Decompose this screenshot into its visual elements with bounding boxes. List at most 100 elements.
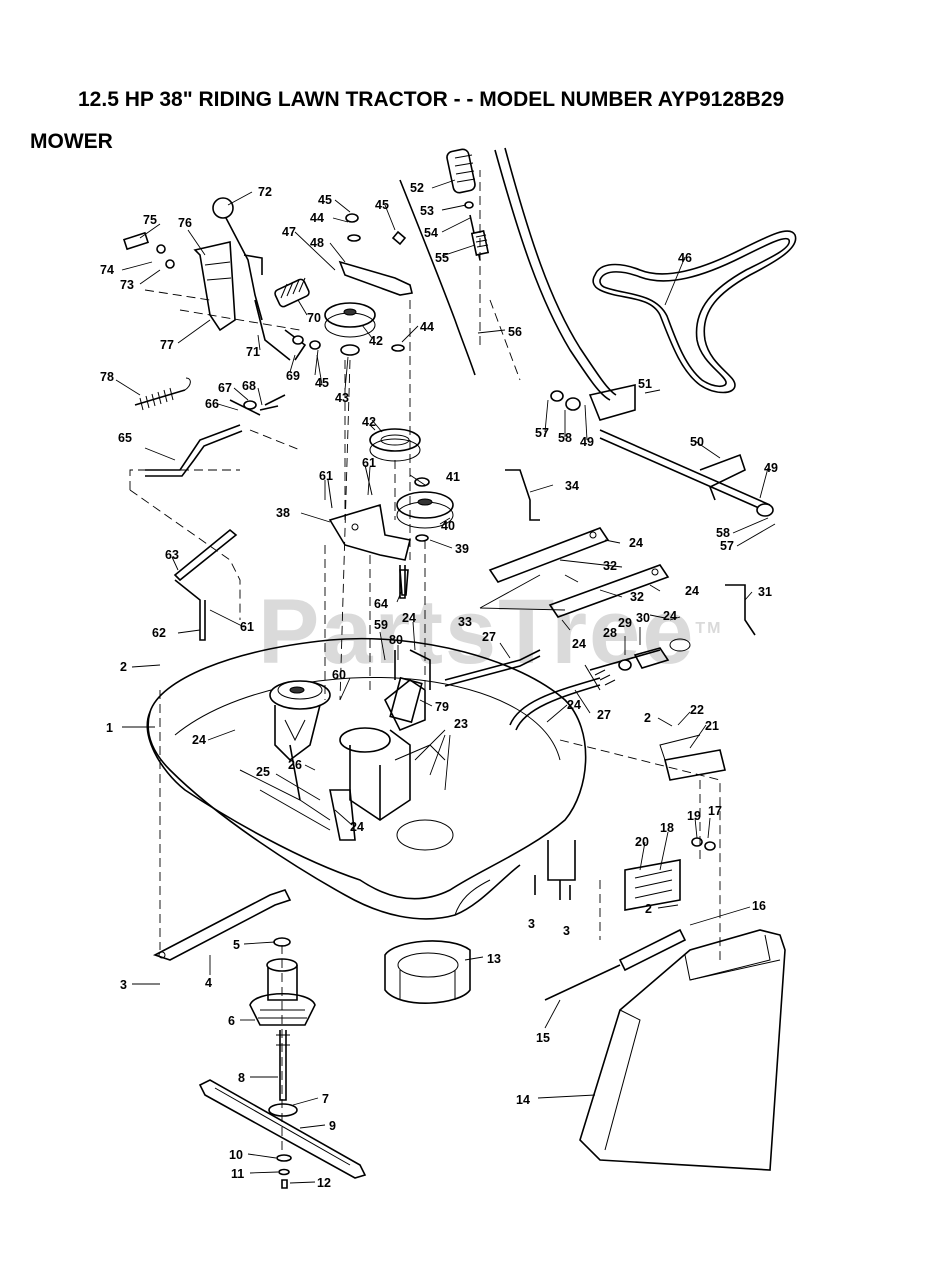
construction-lines — [129, 170, 721, 1150]
callout-16: 16 — [752, 899, 766, 913]
callout-58: 58 — [716, 526, 730, 540]
callout-13: 13 — [487, 952, 501, 966]
callout-25: 25 — [256, 765, 270, 779]
callout-3: 3 — [120, 978, 127, 992]
callout-23: 23 — [454, 717, 468, 731]
idler-arm — [338, 213, 413, 352]
callout-50: 50 — [690, 435, 704, 449]
callout-8: 8 — [238, 1071, 245, 1085]
callout-17: 17 — [708, 804, 722, 818]
callout-49: 49 — [764, 461, 778, 475]
callout-66: 66 — [205, 397, 219, 411]
callout-61: 61 — [319, 469, 333, 483]
callout-78: 78 — [100, 370, 114, 384]
callout-57: 57 — [720, 539, 734, 553]
callout-labels: 1 2 2 2 3 3 3 4 5 6 7 8 9 10 11 12 13 14… — [100, 181, 778, 1190]
callout-61: 61 — [240, 620, 254, 634]
callout-41: 41 — [446, 470, 460, 484]
watermark-trademark: TM — [695, 620, 723, 637]
callout-5: 5 — [233, 938, 240, 952]
callout-24: 24 — [192, 733, 206, 747]
callout-76: 76 — [178, 216, 192, 230]
blade-hardware — [276, 1154, 292, 1189]
callout-71: 71 — [246, 345, 260, 359]
callout-45: 45 — [318, 193, 332, 207]
callout-32: 32 — [630, 590, 644, 604]
callout-73: 73 — [120, 278, 134, 292]
callout-58: 58 — [558, 431, 572, 445]
callout-7: 7 — [322, 1092, 329, 1106]
callout-24: 24 — [685, 584, 699, 598]
callout-54: 54 — [424, 226, 438, 240]
mower-blade — [198, 1079, 367, 1179]
callout-61: 61 — [362, 456, 376, 470]
callout-77: 77 — [160, 338, 174, 352]
callout-70: 70 — [307, 311, 321, 325]
spindle-assembly — [249, 937, 316, 1117]
callout-6: 6 — [228, 1014, 235, 1028]
callout-19: 19 — [687, 809, 701, 823]
callout-22: 22 — [690, 703, 704, 717]
callout-57: 57 — [535, 426, 549, 440]
callout-62: 62 — [152, 626, 166, 640]
callout-43: 43 — [335, 391, 349, 405]
callout-18: 18 — [660, 821, 674, 835]
lift-handle — [212, 197, 263, 321]
callout-67: 67 — [218, 381, 232, 395]
bracket-76-77 — [122, 231, 236, 332]
callout-21: 21 — [705, 719, 719, 733]
callout-60: 60 — [332, 668, 346, 682]
callout-2: 2 — [645, 902, 652, 916]
callout-32: 32 — [603, 559, 617, 573]
callout-38: 38 — [276, 506, 290, 520]
callout-24: 24 — [402, 611, 416, 625]
spring-70 — [274, 277, 310, 308]
callout-24: 24 — [629, 536, 643, 550]
callout-75: 75 — [143, 213, 157, 227]
callout-42: 42 — [369, 334, 383, 348]
engagement-handle — [446, 147, 617, 401]
callout-14: 14 — [516, 1093, 530, 1107]
callout-9: 9 — [329, 1119, 336, 1133]
callout-55: 55 — [435, 251, 449, 265]
callout-3: 3 — [528, 917, 535, 931]
lift-shaft — [550, 384, 774, 517]
callout-69: 69 — [286, 369, 300, 383]
drive-belt — [592, 230, 797, 394]
callout-34: 34 — [565, 479, 579, 493]
callout-27: 27 — [482, 630, 496, 644]
pin-66-68 — [229, 394, 286, 416]
callout-10: 10 — [229, 1148, 243, 1162]
lift-link-bars — [488, 527, 670, 618]
callout-33: 33 — [458, 615, 472, 629]
callout-51: 51 — [638, 377, 652, 391]
callout-26: 26 — [288, 758, 302, 772]
bolts-3 — [534, 840, 576, 900]
cable — [399, 179, 476, 376]
bolts-misc — [383, 569, 431, 732]
deck-support-bar — [152, 889, 292, 961]
link-63 — [173, 528, 238, 641]
spring-78 — [134, 377, 191, 411]
callout-11: 11 — [231, 1167, 244, 1181]
callout-29: 29 — [618, 616, 632, 630]
discharge-chute — [579, 929, 786, 1171]
callout-24: 24 — [350, 820, 364, 834]
callout-4: 4 — [205, 976, 212, 990]
callout-2: 2 — [120, 660, 127, 674]
callout-44: 44 — [420, 320, 434, 334]
callout-30: 30 — [636, 611, 650, 625]
lift-rod-65 — [145, 424, 243, 477]
callout-27: 27 — [597, 708, 611, 722]
callout-65: 65 — [118, 431, 132, 445]
callout-49: 49 — [580, 435, 594, 449]
callout-12: 12 — [317, 1176, 331, 1190]
callout-24: 24 — [572, 637, 586, 651]
callout-2: 2 — [644, 711, 651, 725]
callout-68: 68 — [242, 379, 256, 393]
callout-53: 53 — [420, 204, 434, 218]
idler-bracket-assembly — [329, 676, 446, 841]
callout-40: 40 — [441, 519, 455, 533]
callout-24: 24 — [567, 698, 581, 712]
callout-47: 47 — [282, 225, 296, 239]
